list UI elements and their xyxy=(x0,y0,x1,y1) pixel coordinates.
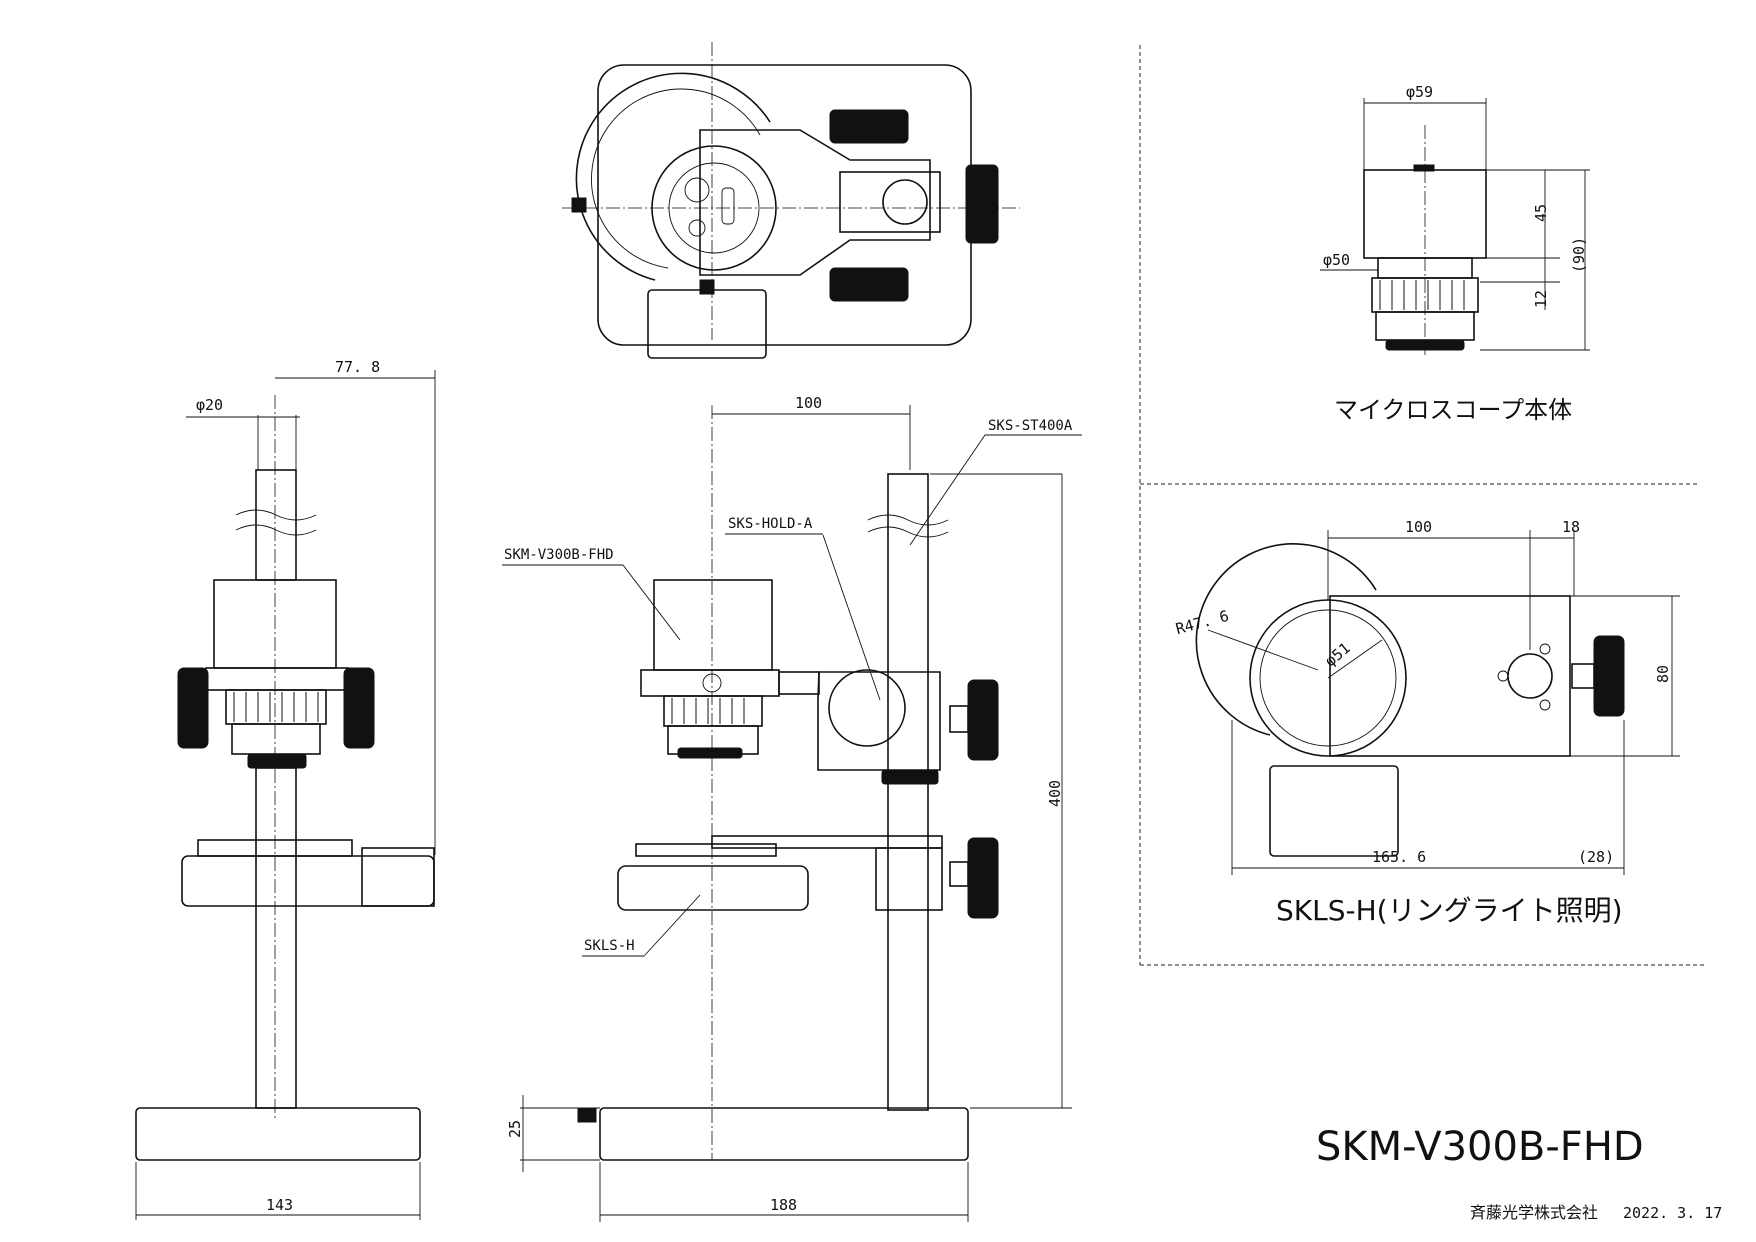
dim-light-knob: (28) xyxy=(1578,848,1614,866)
ring-light-view xyxy=(1195,543,1625,857)
dim-body-h1: 45 xyxy=(1532,204,1550,222)
dim-light-height: 80 xyxy=(1654,665,1672,683)
dim-light-inner-dia: φ51 xyxy=(1321,639,1353,670)
caption-scope-body: マイクロスコープ本体 xyxy=(1334,396,1572,424)
knurl-marks xyxy=(233,692,319,722)
dim-body-dia-bottom: φ50 xyxy=(1323,251,1350,269)
dim-side-offset: 77. 8 xyxy=(335,358,380,376)
dimension-lines xyxy=(135,98,1680,1222)
part-labels: SKS-ST400A SKS-HOLD-A SKM-V300B-FHD SKLS… xyxy=(502,418,1082,957)
dim-light-total: 165. 6 xyxy=(1372,848,1426,866)
company-name: 斉藤光学株式会社 xyxy=(1470,1203,1598,1222)
label-light: SKLS-H xyxy=(584,938,635,954)
drawing-title: SKM-V300B-FHD xyxy=(1316,1124,1644,1170)
knurl-marks-body xyxy=(1379,280,1465,310)
dim-body-h2: 12 xyxy=(1532,290,1550,308)
dimension-texts: φ20 77. 8 143 100 400 25 188 φ59 φ50 45 … xyxy=(196,83,1672,1214)
front-view xyxy=(577,405,999,1161)
dim-light-radius: R47. 6 xyxy=(1174,607,1231,638)
dim-front-base-width: 188 xyxy=(770,1196,797,1214)
dim-front-offset: 100 xyxy=(795,394,822,412)
section-dividers xyxy=(1139,45,1705,966)
dim-light-end: 18 xyxy=(1562,518,1580,536)
side-view xyxy=(135,395,435,1161)
dim-body-total: (90) xyxy=(1570,237,1588,273)
label-camera: SKM-V300B-FHD xyxy=(504,547,614,563)
caption-ring-light: SKLS-H(リングライト照明) xyxy=(1276,894,1623,927)
dim-body-dia-top: φ59 xyxy=(1406,83,1433,101)
captions: マイクロスコープ本体 SKLS-H(リングライト照明) SKM-V300B-FH… xyxy=(1276,396,1722,1222)
scope-body-view xyxy=(1363,125,1487,355)
label-stand: SKS-ST400A xyxy=(988,418,1073,434)
drawing-date: 2022. 3. 17 xyxy=(1623,1204,1722,1222)
dim-front-height: 400 xyxy=(1046,780,1064,807)
label-holder: SKS-HOLD-A xyxy=(728,516,813,532)
dim-side-pillar-dia: φ20 xyxy=(196,396,223,414)
dim-side-base-width: 143 xyxy=(266,1196,293,1214)
top-view xyxy=(562,42,1020,359)
dim-front-base-height: 25 xyxy=(506,1120,524,1138)
knurl-marks-front xyxy=(671,698,745,724)
dim-light-len: 100 xyxy=(1405,518,1432,536)
